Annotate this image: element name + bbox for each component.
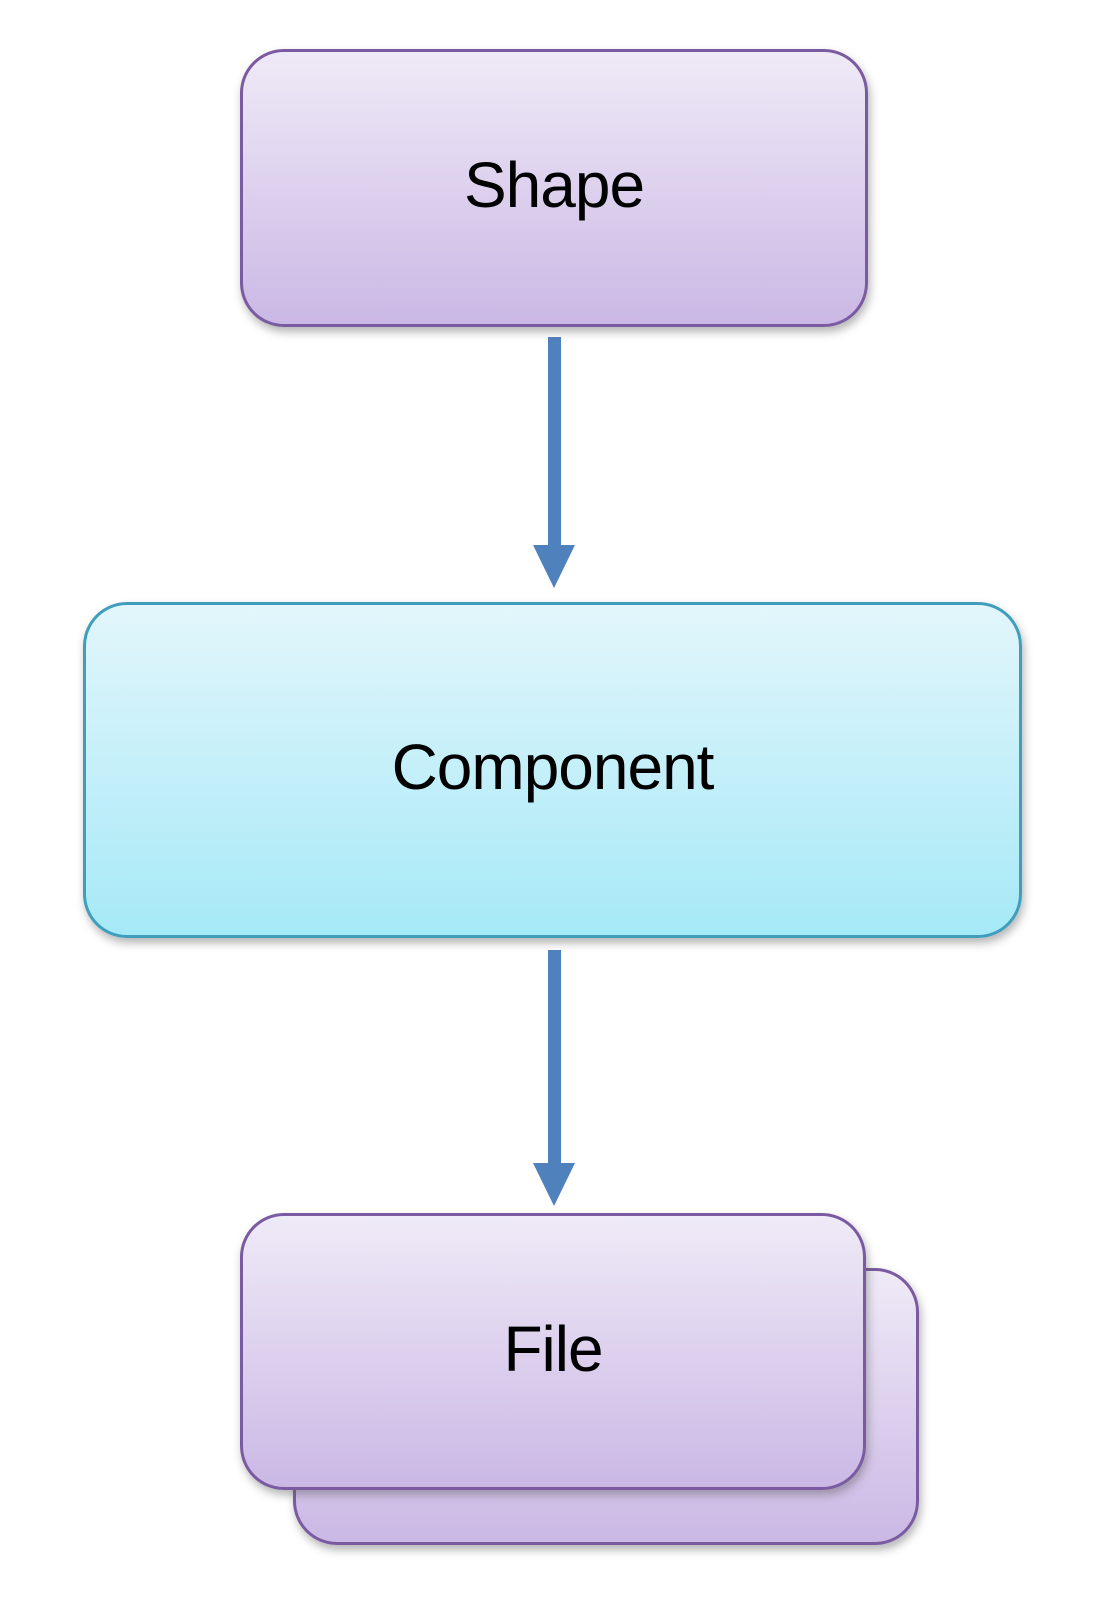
node-shape: Shape <box>240 49 868 327</box>
arrow-shaft <box>548 337 561 545</box>
node-file-label: File <box>503 1312 603 1385</box>
node-component-label: Component <box>391 731 715 803</box>
node-component: Component <box>83 602 1022 938</box>
node-shape-label: Shape <box>463 149 645 221</box>
arrow-down-head-icon <box>533 545 575 588</box>
node-file: File <box>240 1213 866 1490</box>
arrow-shaft <box>548 950 561 1163</box>
arrow-down-head-icon <box>533 1163 575 1206</box>
